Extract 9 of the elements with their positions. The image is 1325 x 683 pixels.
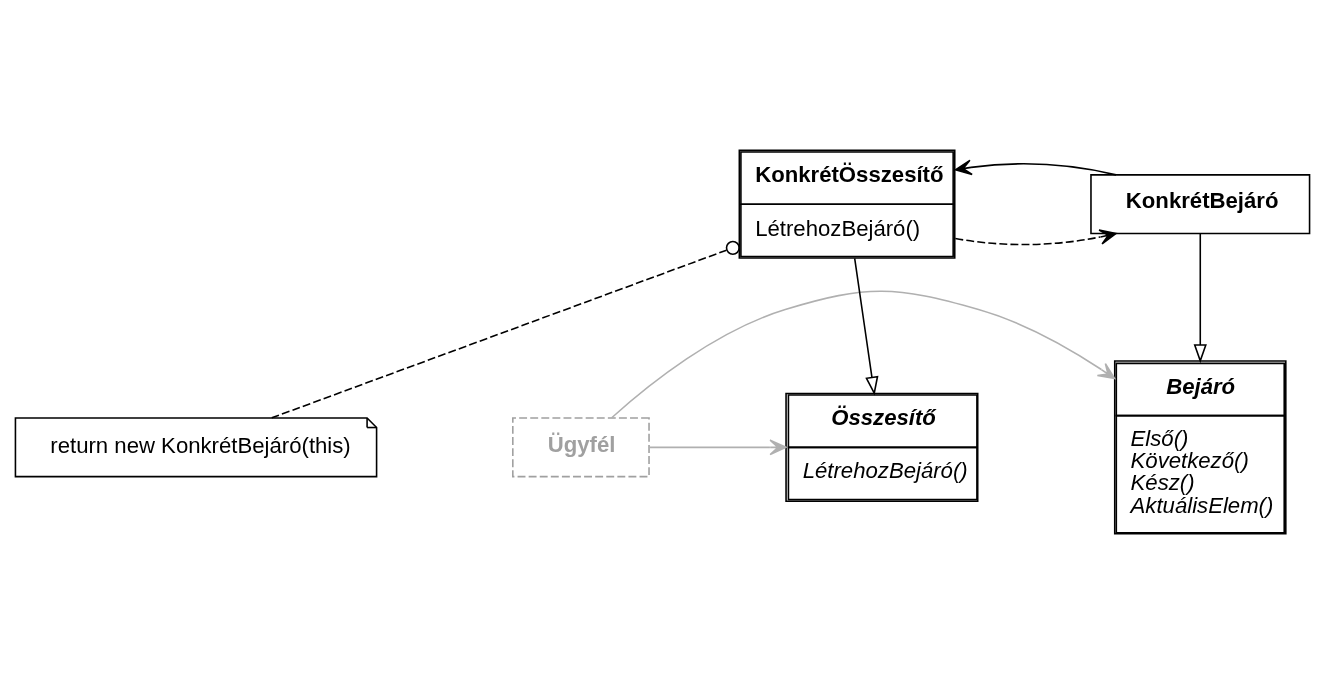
arrow xyxy=(610,289,1116,419)
arrow xyxy=(853,257,879,396)
node-box: Ügyfél xyxy=(512,416,650,477)
arrow xyxy=(954,228,1117,245)
arrow xyxy=(648,438,787,455)
arrow xyxy=(954,159,1117,176)
arrow xyxy=(1193,232,1207,363)
connector xyxy=(270,240,740,419)
node-box: KonkrétBejáró xyxy=(1090,173,1311,234)
